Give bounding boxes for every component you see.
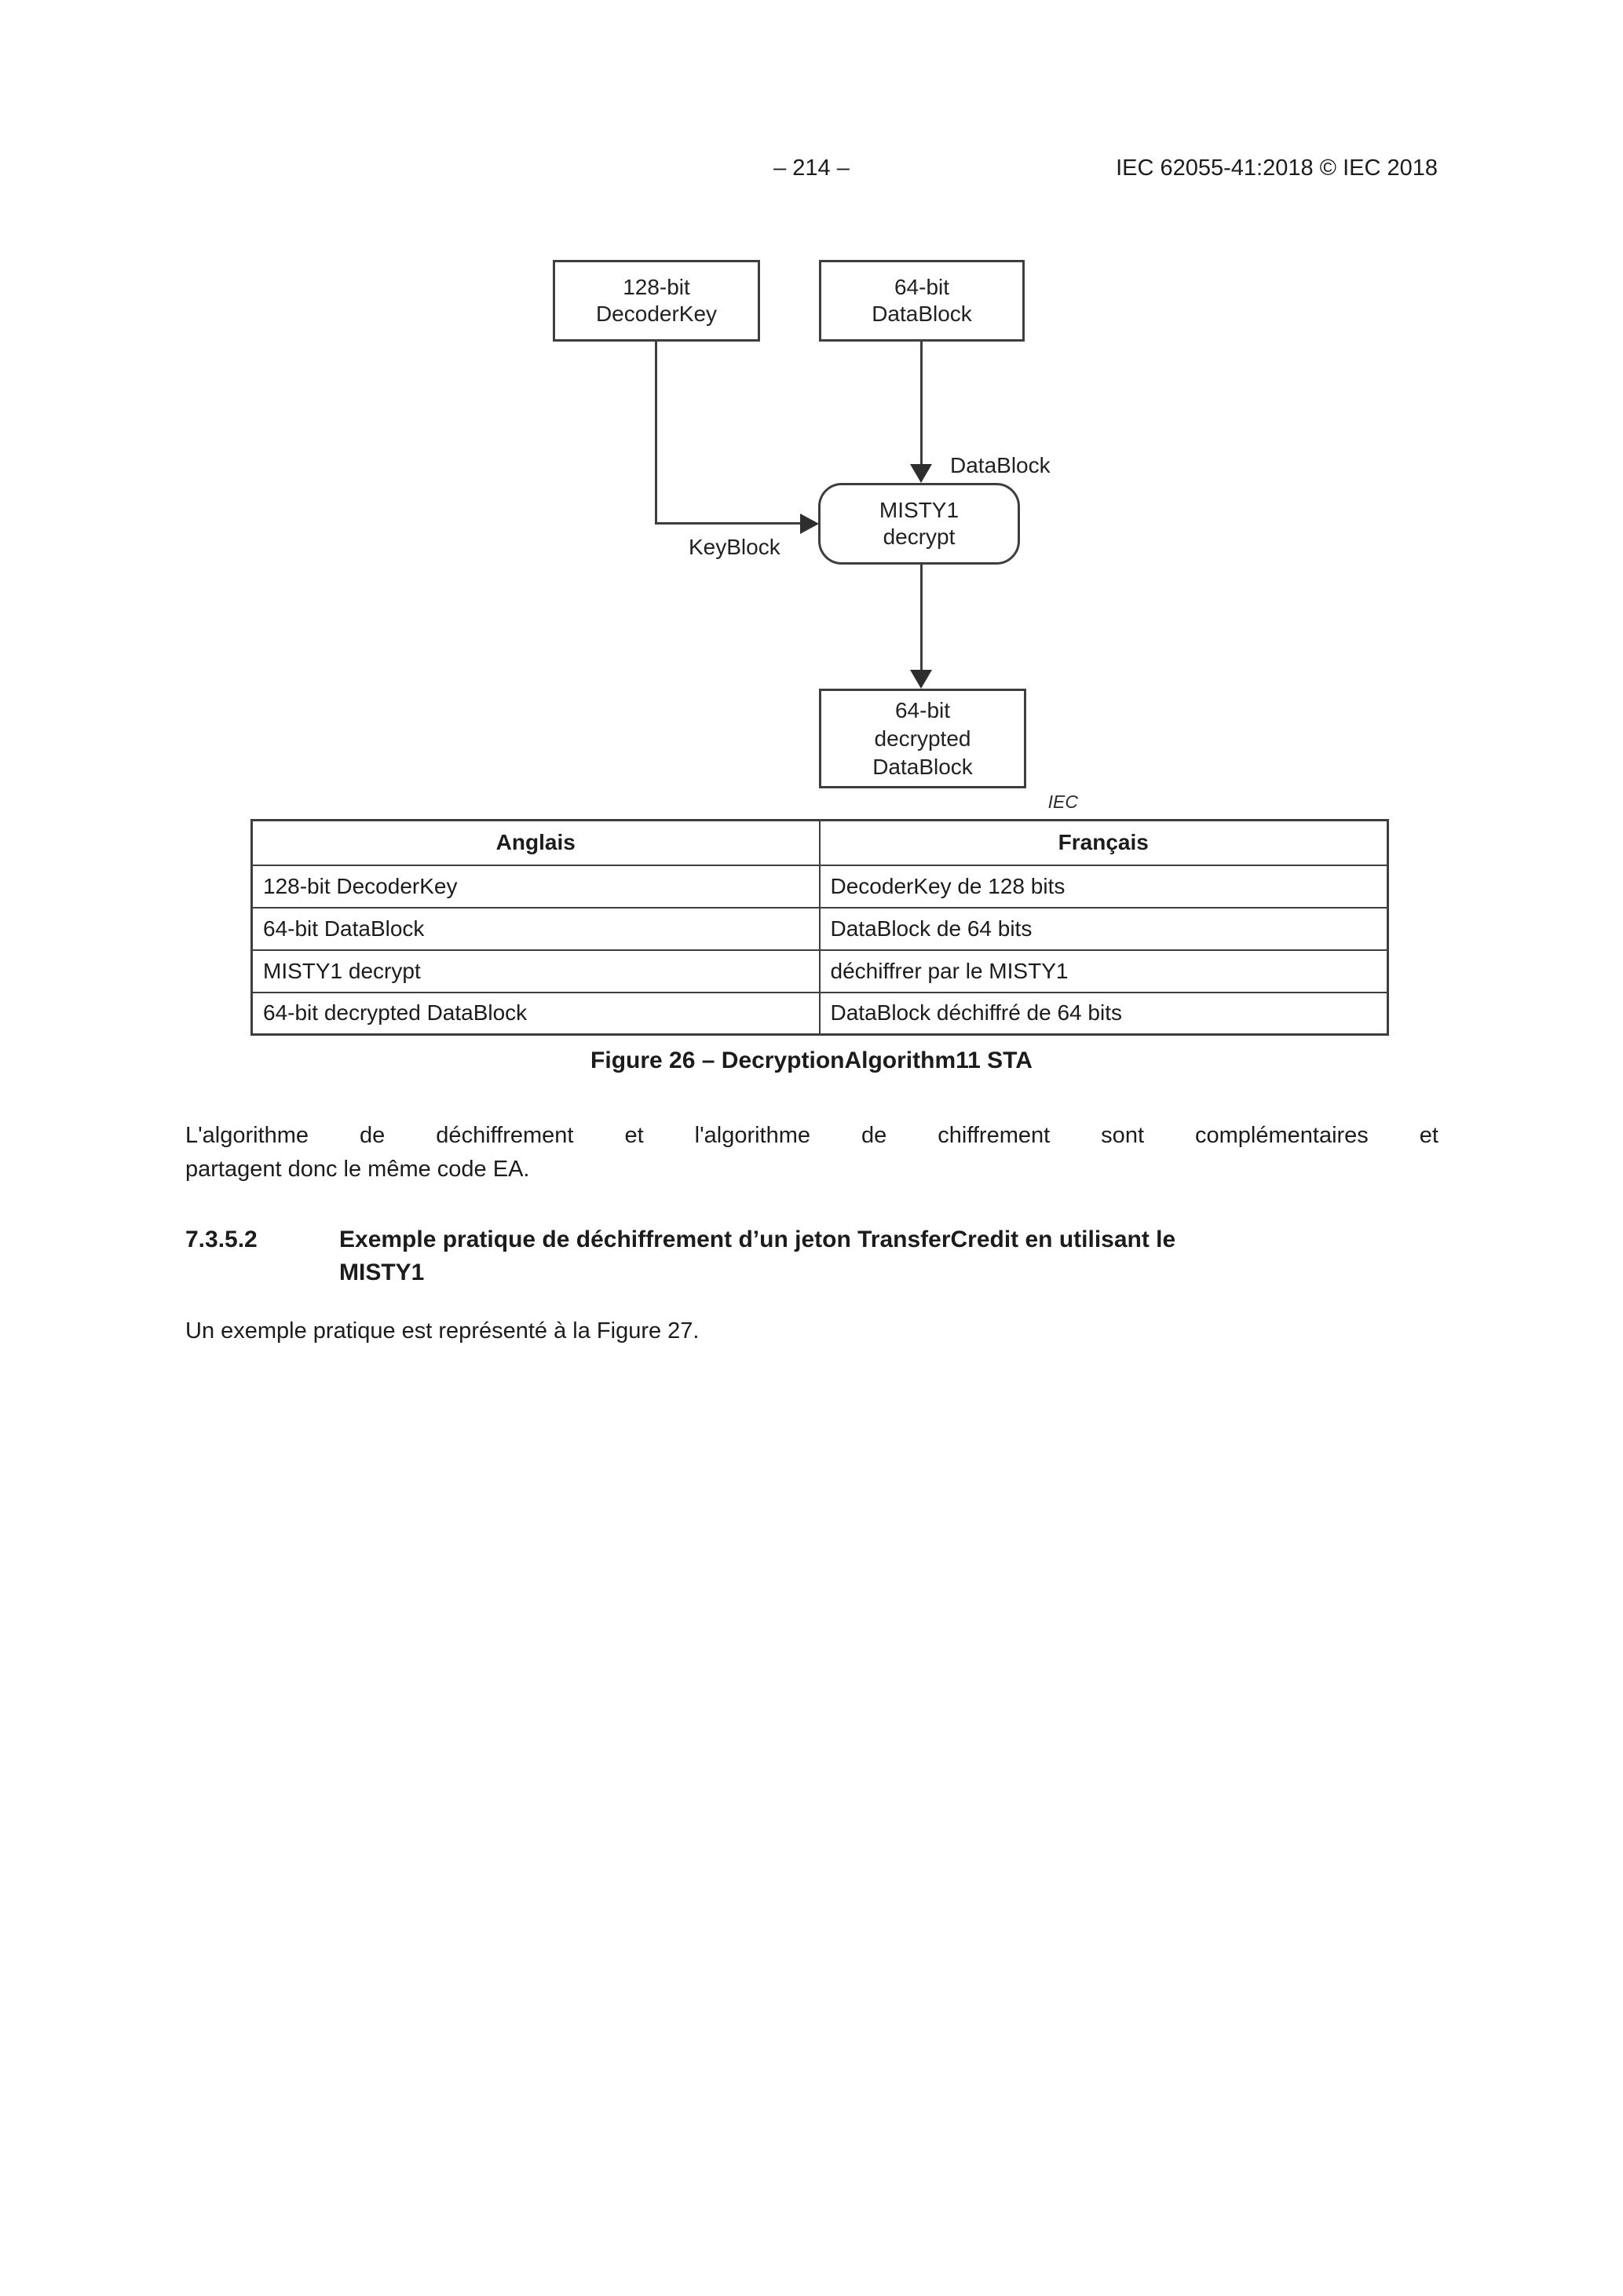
paragraph-line: partagent donc le même code EA. <box>185 1157 530 1182</box>
column-header-anglais: Anglais <box>250 819 821 866</box>
table-cell-en: 64-bit DataBlock <box>250 906 821 951</box>
figure-caption: Figure 26 – DecryptionAlgorithm11 STA <box>590 1047 1033 1073</box>
decoder-key-box-line2: DecoderKey <box>595 302 718 326</box>
datablock-box-line1: 64-bit <box>894 275 950 299</box>
misty1-decrypt-box: MISTY1 decrypt <box>818 483 1020 565</box>
table-cell-en: MISTY1 decrypt <box>250 949 821 993</box>
decrypted-box-line3: DataBlock <box>872 754 973 779</box>
datablock-box: 64-bit DataBlock <box>819 260 1025 342</box>
decrypted-datablock-box: 64-bit decrypted DataBlock <box>819 689 1026 788</box>
table-cell-en: 64-bit decrypted DataBlock <box>250 991 821 1036</box>
page-number: – 214 – <box>773 155 850 181</box>
section-title-line2: MISTY1 <box>339 1260 425 1285</box>
output-arrowhead-icon <box>910 670 932 689</box>
table-header-row: Anglais Français <box>250 819 1389 866</box>
table-row: MISTY1 decrypt déchiffrer par le MISTY1 <box>250 949 1389 993</box>
datablock-box-line2: DataBlock <box>872 302 972 326</box>
paragraph-example-reference: Un exemple pratique est représenté à la … <box>185 1318 700 1344</box>
section-number: 7.3.5.2 <box>185 1227 258 1252</box>
table-cell-fr: DataBlock de 64 bits <box>818 906 1389 951</box>
keyblock-connector-horizontal <box>655 522 800 525</box>
page-header: – 214 – IEC 62055-41:2018 © IEC 2018 <box>185 155 1438 185</box>
misty1-box-line2: decrypt <box>883 525 956 549</box>
table-cell-fr: déchiffrer par le MISTY1 <box>818 949 1389 993</box>
decrypted-box-line1: 64-bit <box>894 697 951 722</box>
document-reference: IEC 62055-41:2018 © IEC 2018 <box>1116 155 1438 181</box>
keyblock-arrowhead-icon <box>800 514 819 534</box>
iec-figure-mark: IEC <box>1047 792 1078 812</box>
keyblock-connector-vertical <box>655 340 657 524</box>
section-title: Exemple pratique de déchiffrement d’un j… <box>339 1223 1175 1289</box>
section-title-line1: Exemple pratique de déchiffrement d’un j… <box>339 1227 1176 1252</box>
table-cell-fr: DataBlock déchiffré de 64 bits <box>818 991 1389 1036</box>
section-heading: 7.3.5.2 Exemple pratique de déchiffremen… <box>185 1223 1438 1289</box>
output-connector-vertical <box>920 563 923 670</box>
datablock-label: DataBlock <box>950 453 1051 477</box>
translation-table: Anglais Français 128-bit DecoderKey Deco… <box>250 819 1389 1036</box>
paragraph-line: L'algorithme de déchiffrement et l'algor… <box>185 1123 1438 1148</box>
decoder-key-box-line1: 128-bit <box>623 275 690 299</box>
table-row: 64-bit DataBlock DataBlock de 64 bits <box>250 906 1389 951</box>
table-cell-en: 128-bit DecoderKey <box>250 864 821 909</box>
column-header-francais: Français <box>818 819 1389 866</box>
table-cell-fr: DecoderKey de 128 bits <box>818 864 1389 909</box>
decoder-key-box: 128-bit DecoderKey <box>553 260 760 342</box>
keyblock-label: KeyBlock <box>689 535 780 559</box>
table-row: 128-bit DecoderKey DecoderKey de 128 bit… <box>250 864 1389 909</box>
table-row: 64-bit decrypted DataBlock DataBlock déc… <box>250 991 1389 1036</box>
decrypted-box-line2: decrypted <box>874 726 971 751</box>
misty1-box-line1: MISTY1 <box>879 498 960 522</box>
datablock-connector-vertical <box>920 340 923 464</box>
datablock-arrowhead-icon <box>910 464 932 483</box>
paragraph-complementary: L'algorithme de déchiffrement et l'algor… <box>185 1119 1438 1186</box>
